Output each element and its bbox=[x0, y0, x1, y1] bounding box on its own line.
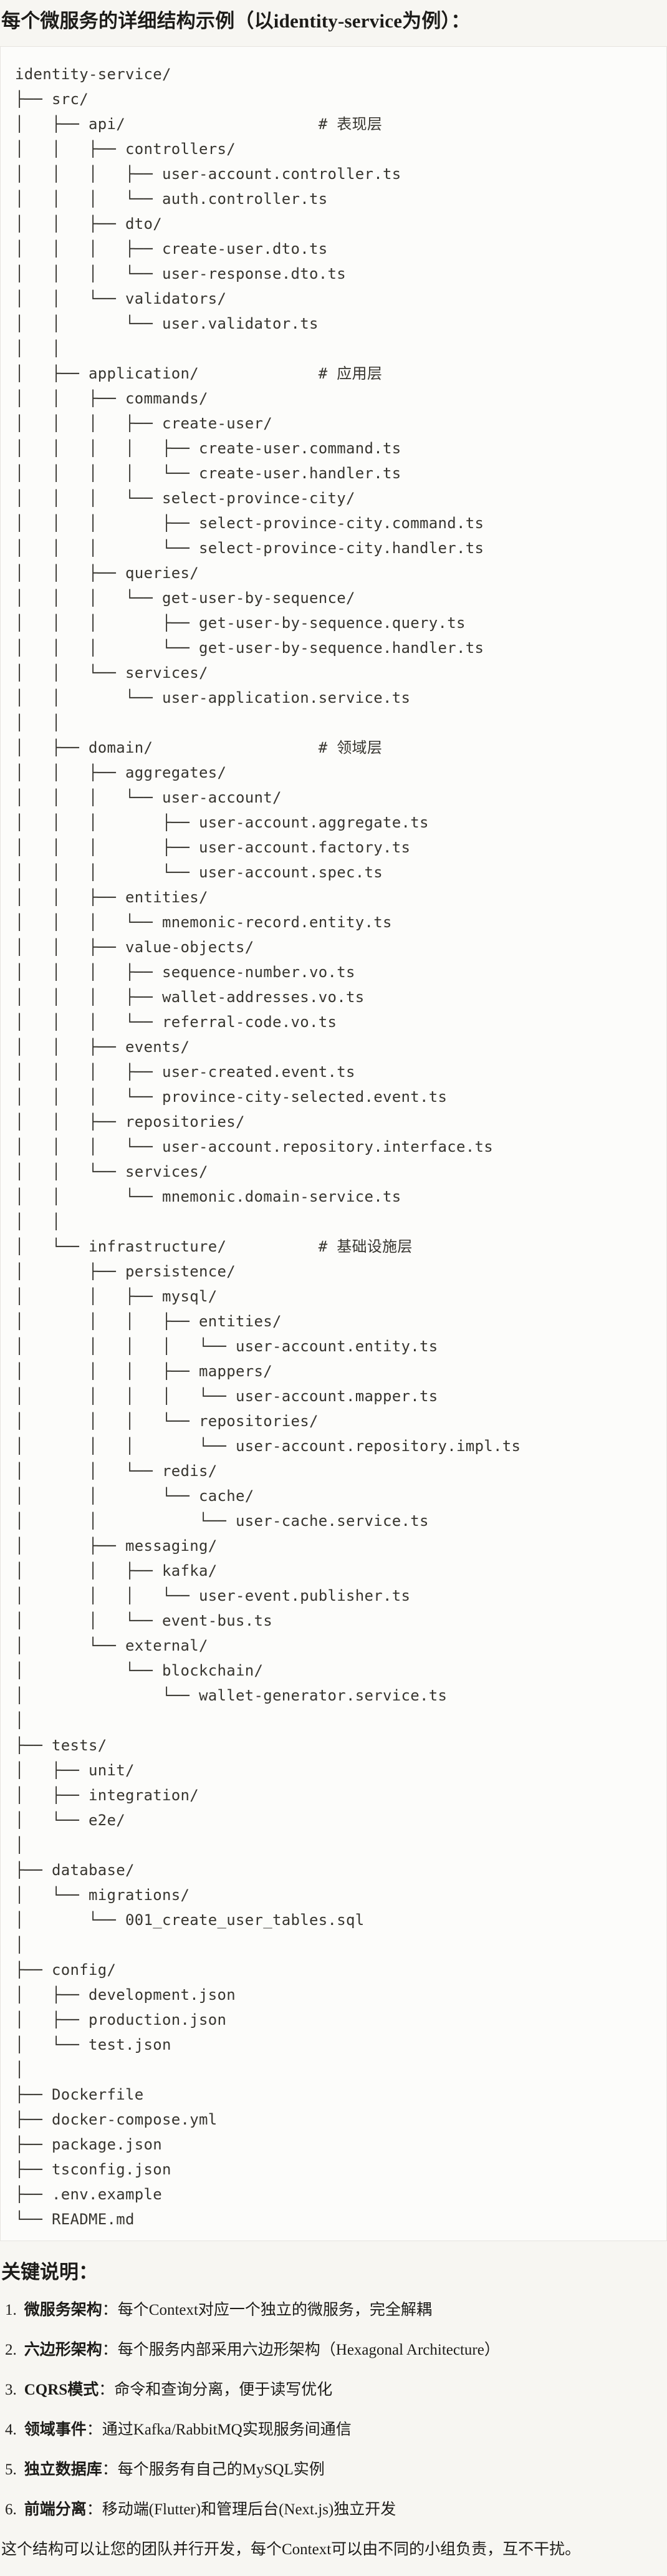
closing-paragraph: 这个结构可以让您的团队并行开发，每个Context可以由不同的小组负责，互不干扰… bbox=[1, 2541, 581, 2558]
list-item-term: CQRS模式 bbox=[24, 2381, 99, 2398]
list-item: 6. 前端分离：移动端(Flutter)和管理后台(Next.js)独立开发 bbox=[5, 2499, 667, 2521]
directory-tree: identity-service/ ├── src/ │ ├── api/ # … bbox=[15, 65, 521, 2228]
list-item: 4. 领域事件：通过Kafka/RabbitMQ实现服务间通信 bbox=[5, 2419, 667, 2441]
list-item-number: 2. bbox=[5, 2342, 17, 2358]
list-item-text: ：命令和查询分离，便于读写优化 bbox=[98, 2381, 333, 2398]
list-item-term: 领域事件 bbox=[24, 2421, 87, 2438]
notes-heading: 关键说明： bbox=[1, 2261, 98, 2283]
list-item-number: 1. bbox=[5, 2302, 17, 2318]
list-item-text: ：每个Context对应一个独立的微服务，完全解耦 bbox=[102, 2302, 432, 2318]
list-item: 3. CQRS模式：命令和查询分离，便于读写优化 bbox=[5, 2380, 667, 2401]
list-item-term: 六边形架构 bbox=[24, 2342, 102, 2358]
list-item-text: ：移动端(Flutter)和管理后台(Next.js)独立开发 bbox=[86, 2501, 396, 2518]
notion-document-page: { "page": { "title": "每个微服务的详细结构示例（以iden… bbox=[0, 9, 667, 2576]
list-item: 1. 微服务架构：每个Context对应一个独立的微服务，完全解耦 bbox=[5, 2300, 667, 2321]
list-item-number: 6. bbox=[5, 2501, 17, 2518]
list-item-text: ：通过Kafka/RabbitMQ实现服务间通信 bbox=[86, 2421, 352, 2438]
list-item-number: 4. bbox=[5, 2421, 17, 2438]
list-item-number: 3. bbox=[5, 2381, 17, 2398]
list-item-text: ：每个服务有自己的MySQL实例 bbox=[102, 2461, 325, 2478]
list-item-term: 独立数据库 bbox=[24, 2461, 102, 2478]
page-title: 每个微服务的详细结构示例（以identity-service为例）： bbox=[1, 10, 471, 32]
list-item-number: 5. bbox=[5, 2461, 17, 2478]
list-item-text: ：每个服务内部采用六边形架构（Hexagonal Architecture） bbox=[102, 2342, 500, 2358]
list-item-term: 前端分离 bbox=[24, 2501, 87, 2518]
notes-list: 1. 微服务架构：每个Context对应一个独立的微服务，完全解耦 2. 六边形架构… bbox=[0, 2300, 667, 2521]
code-block: identity-service/ ├── src/ │ ├── api/ # … bbox=[0, 46, 667, 2241]
list-item-term: 微服务架构 bbox=[24, 2302, 102, 2318]
list-item: 2. 六边形架构：每个服务内部采用六边形架构（Hexagonal Architec… bbox=[5, 2340, 667, 2361]
list-item: 5. 独立数据库：每个服务有自己的MySQL实例 bbox=[5, 2459, 667, 2481]
